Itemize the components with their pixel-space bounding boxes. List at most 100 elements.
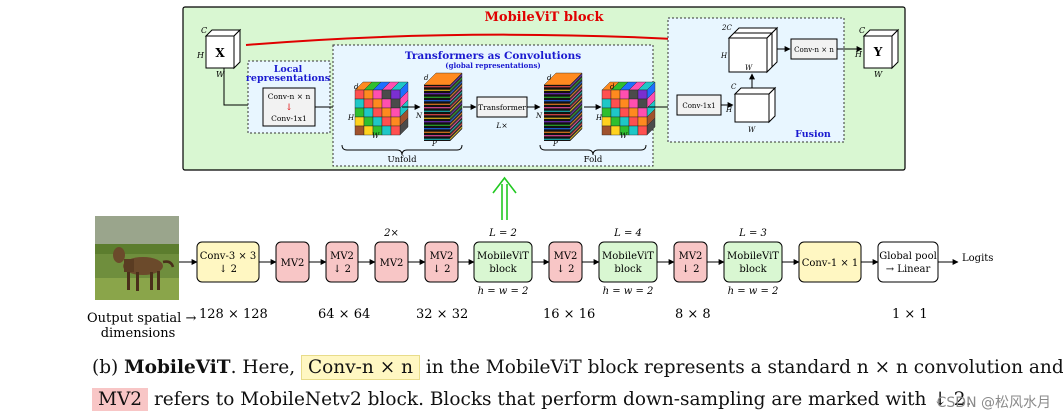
unfold-input-grid-cube xyxy=(354,81,409,136)
mv2-e-block xyxy=(548,241,583,283)
mvit-1-label-2: block xyxy=(489,264,517,275)
mvit-1-top-label: L = 2 xyxy=(488,228,517,239)
conv3x3-label-1: Conv-3 × 3 xyxy=(200,251,257,262)
dim-32: 32 × 32 xyxy=(416,307,469,322)
logits-label: Logits xyxy=(962,253,993,264)
dim-128: 128 × 128 xyxy=(199,307,268,322)
mvit-1-label-1: MobileViT xyxy=(477,251,529,262)
dim-1: 1 × 1 xyxy=(892,307,928,322)
dim-d-2: d xyxy=(424,74,429,82)
spatial-label-line-2: dimensions xyxy=(100,326,176,341)
fold-label: Fold xyxy=(584,155,603,165)
mv2-b-label-2: ↓ 2 xyxy=(333,264,351,275)
dim-8: 8 × 8 xyxy=(675,307,711,322)
conv3x3-label-2: ↓ 2 xyxy=(219,264,237,275)
fusion-concat-cube xyxy=(727,26,779,74)
svg-text:C: C xyxy=(859,26,865,35)
input-dog-photo xyxy=(95,216,179,300)
dim-N-2: N xyxy=(535,112,543,120)
caption-text-1: . Here, xyxy=(230,357,301,378)
mvit-2-block xyxy=(598,241,658,283)
svg-text:W: W xyxy=(874,70,883,79)
svg-text:W: W xyxy=(216,70,225,79)
fusion-conv1x1-label: Conv-1x1 xyxy=(682,102,715,110)
dim-d-1: d xyxy=(354,83,359,91)
transformer-label: Transformer xyxy=(478,103,526,112)
mv2-c-top-label: 2× xyxy=(383,228,399,239)
dim-64: 64 × 64 xyxy=(318,307,371,322)
dim-d-3: d xyxy=(547,74,552,82)
mvit-3-label-1: MobileViT xyxy=(727,251,779,262)
mvit-2-label-2: block xyxy=(614,264,642,275)
dim-P-1: P xyxy=(431,140,437,148)
svg-text:X: X xyxy=(215,46,225,60)
transformers-subtitle: (global representations) xyxy=(445,61,540,70)
pool-label-1: Global pool xyxy=(879,251,937,262)
mv2-d-label-2: ↓ 2 xyxy=(433,264,451,275)
mvit-2-top-label: L = 4 xyxy=(613,228,642,239)
mv2-f-block xyxy=(673,241,708,283)
mvit-3-top-label: L = 3 xyxy=(738,228,767,239)
caption-prefix: (b) xyxy=(92,357,125,378)
mv2-e-label-1: MV2 xyxy=(554,251,578,262)
mvit-3-label-2: block xyxy=(739,264,767,275)
unfold-brace xyxy=(341,144,463,156)
mv2-c-label: MV2 xyxy=(380,258,404,269)
fusion-convn-label: Conv-n × n xyxy=(794,46,834,54)
mvit-2-label-1: MobileViT xyxy=(602,251,654,262)
svg-text:C: C xyxy=(201,26,207,35)
mv2-f-label-2: ↓ 2 xyxy=(682,264,700,275)
local-conv-box xyxy=(262,87,316,127)
spatial-label-line-1: Output spatial → xyxy=(87,311,197,326)
caption-line-1: (b) MobileViT. Here, Conv-n × n in the M… xyxy=(92,355,1063,380)
svg-text:Y: Y xyxy=(873,45,883,59)
pool-block xyxy=(877,241,939,283)
dim-H-2: H xyxy=(595,114,603,122)
unfold-label: Unfold xyxy=(387,155,417,165)
mv2-a-label: MV2 xyxy=(281,258,305,269)
mv2-f-label-1: MV2 xyxy=(679,251,703,262)
dim-d-4: d xyxy=(610,83,615,91)
output-y-cube: Y C H W xyxy=(854,26,900,79)
local-title-2: representations xyxy=(246,73,330,84)
mv2-b-label-1: MV2 xyxy=(330,251,354,262)
local-down-arrow-icon: ↓ xyxy=(285,103,293,113)
dim-H-upper: H xyxy=(720,52,728,60)
caption-line-2: MV2 refers to MobileNetv2 block. Blocks … xyxy=(92,388,972,411)
zoom-double-arrow xyxy=(492,176,517,220)
mobilevit-block-title: MobileViT block xyxy=(485,10,605,25)
fusion-lower-cube xyxy=(733,86,777,124)
dim-H-1: H xyxy=(347,114,355,122)
transformers-title: Transformers as Convolutions xyxy=(405,50,581,62)
local-conv-n-label: Conv-n × n xyxy=(268,92,311,101)
mvit-3-block xyxy=(723,241,783,283)
dim-W-2: W xyxy=(620,132,628,140)
dim-16: 16 × 16 xyxy=(543,307,596,322)
dim-P-2: P xyxy=(552,140,558,148)
svg-text:H: H xyxy=(854,50,863,59)
local-conv-1-label: Conv-1x1 xyxy=(271,114,307,123)
transformer-repeat: L× xyxy=(495,121,507,130)
fold-brace xyxy=(539,144,647,156)
mvit-2-bottom-label: h = w = 2 xyxy=(603,286,654,297)
caption-text-3: refers to MobileNetv2 block. Blocks that… xyxy=(148,389,972,410)
dim-2C-upper: 2C xyxy=(721,24,732,32)
fusion-label: Fusion xyxy=(795,129,831,140)
caption-highlight-conv: Conv-n × n xyxy=(300,355,420,380)
fold-token-stack xyxy=(543,72,583,142)
input-x-cube: X C H W xyxy=(196,26,242,79)
dim-C-lower: C xyxy=(731,83,737,91)
mv2-e-label-2: ↓ 2 xyxy=(557,264,575,275)
mv2-b-block xyxy=(325,241,359,283)
svg-text:H: H xyxy=(196,51,205,60)
fold-output-grid-cube xyxy=(601,81,656,136)
mv2-d-label-1: MV2 xyxy=(430,251,454,262)
dim-H-lower: H xyxy=(725,106,733,114)
local-title-1: Local xyxy=(274,64,303,75)
pool-label-2: → Linear xyxy=(886,264,931,275)
conv3x3-block xyxy=(196,241,260,283)
mv2-d-block xyxy=(424,241,459,283)
mvit-1-bottom-label: h = w = 2 xyxy=(478,286,529,297)
dim-W-upper: W xyxy=(745,64,753,72)
